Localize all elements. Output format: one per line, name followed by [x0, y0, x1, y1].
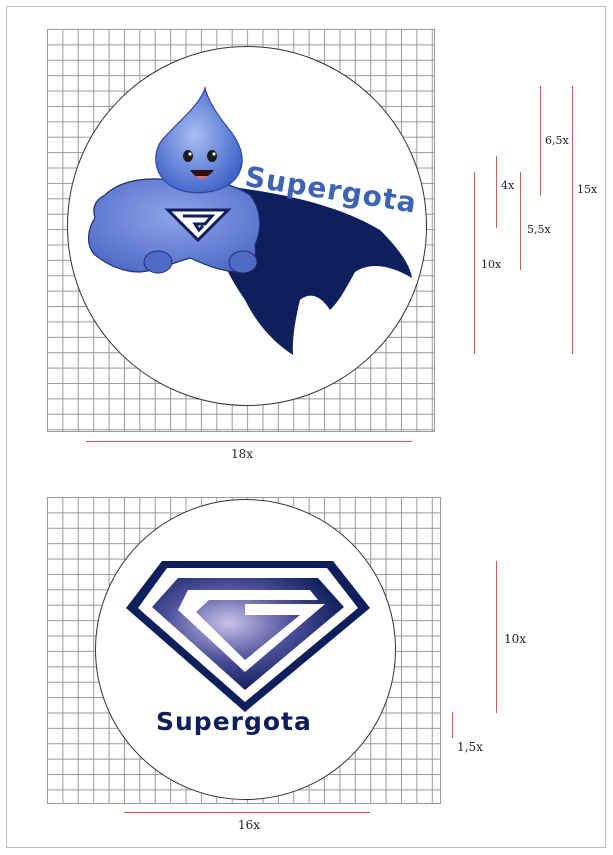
measure-line-10x [474, 172, 475, 354]
drop-head [155, 85, 243, 194]
right-fist [228, 250, 258, 274]
measure-label-10x: 10x [481, 258, 502, 271]
top-width-line [86, 441, 412, 442]
measure-label-1-5x: 1,5x [457, 740, 483, 754]
bottom-width-line [124, 812, 370, 813]
page-border [6, 6, 606, 848]
measure-label-4x: 4x [501, 179, 515, 192]
measure-line-bottom-10x [496, 561, 497, 713]
measure-line-1-5x [452, 712, 453, 738]
left-fist [143, 250, 173, 274]
measure-label-5-5x: 5,5x [527, 223, 551, 236]
measure-line-6-5x [540, 86, 541, 196]
cape [215, 185, 412, 355]
bottom-width-label: 16x [238, 818, 261, 832]
measure-label-15x: 15x [577, 183, 598, 196]
measure-line-4x [496, 156, 497, 228]
measure-label-bottom-10x: 10x [504, 632, 527, 646]
measure-line-5-5x [520, 172, 521, 270]
top-width-label: 18x [231, 447, 254, 461]
bottom-brand-text: Supergota [156, 707, 312, 736]
measure-line-15x [572, 86, 573, 354]
measure-label-6-5x: 6,5x [545, 134, 569, 147]
